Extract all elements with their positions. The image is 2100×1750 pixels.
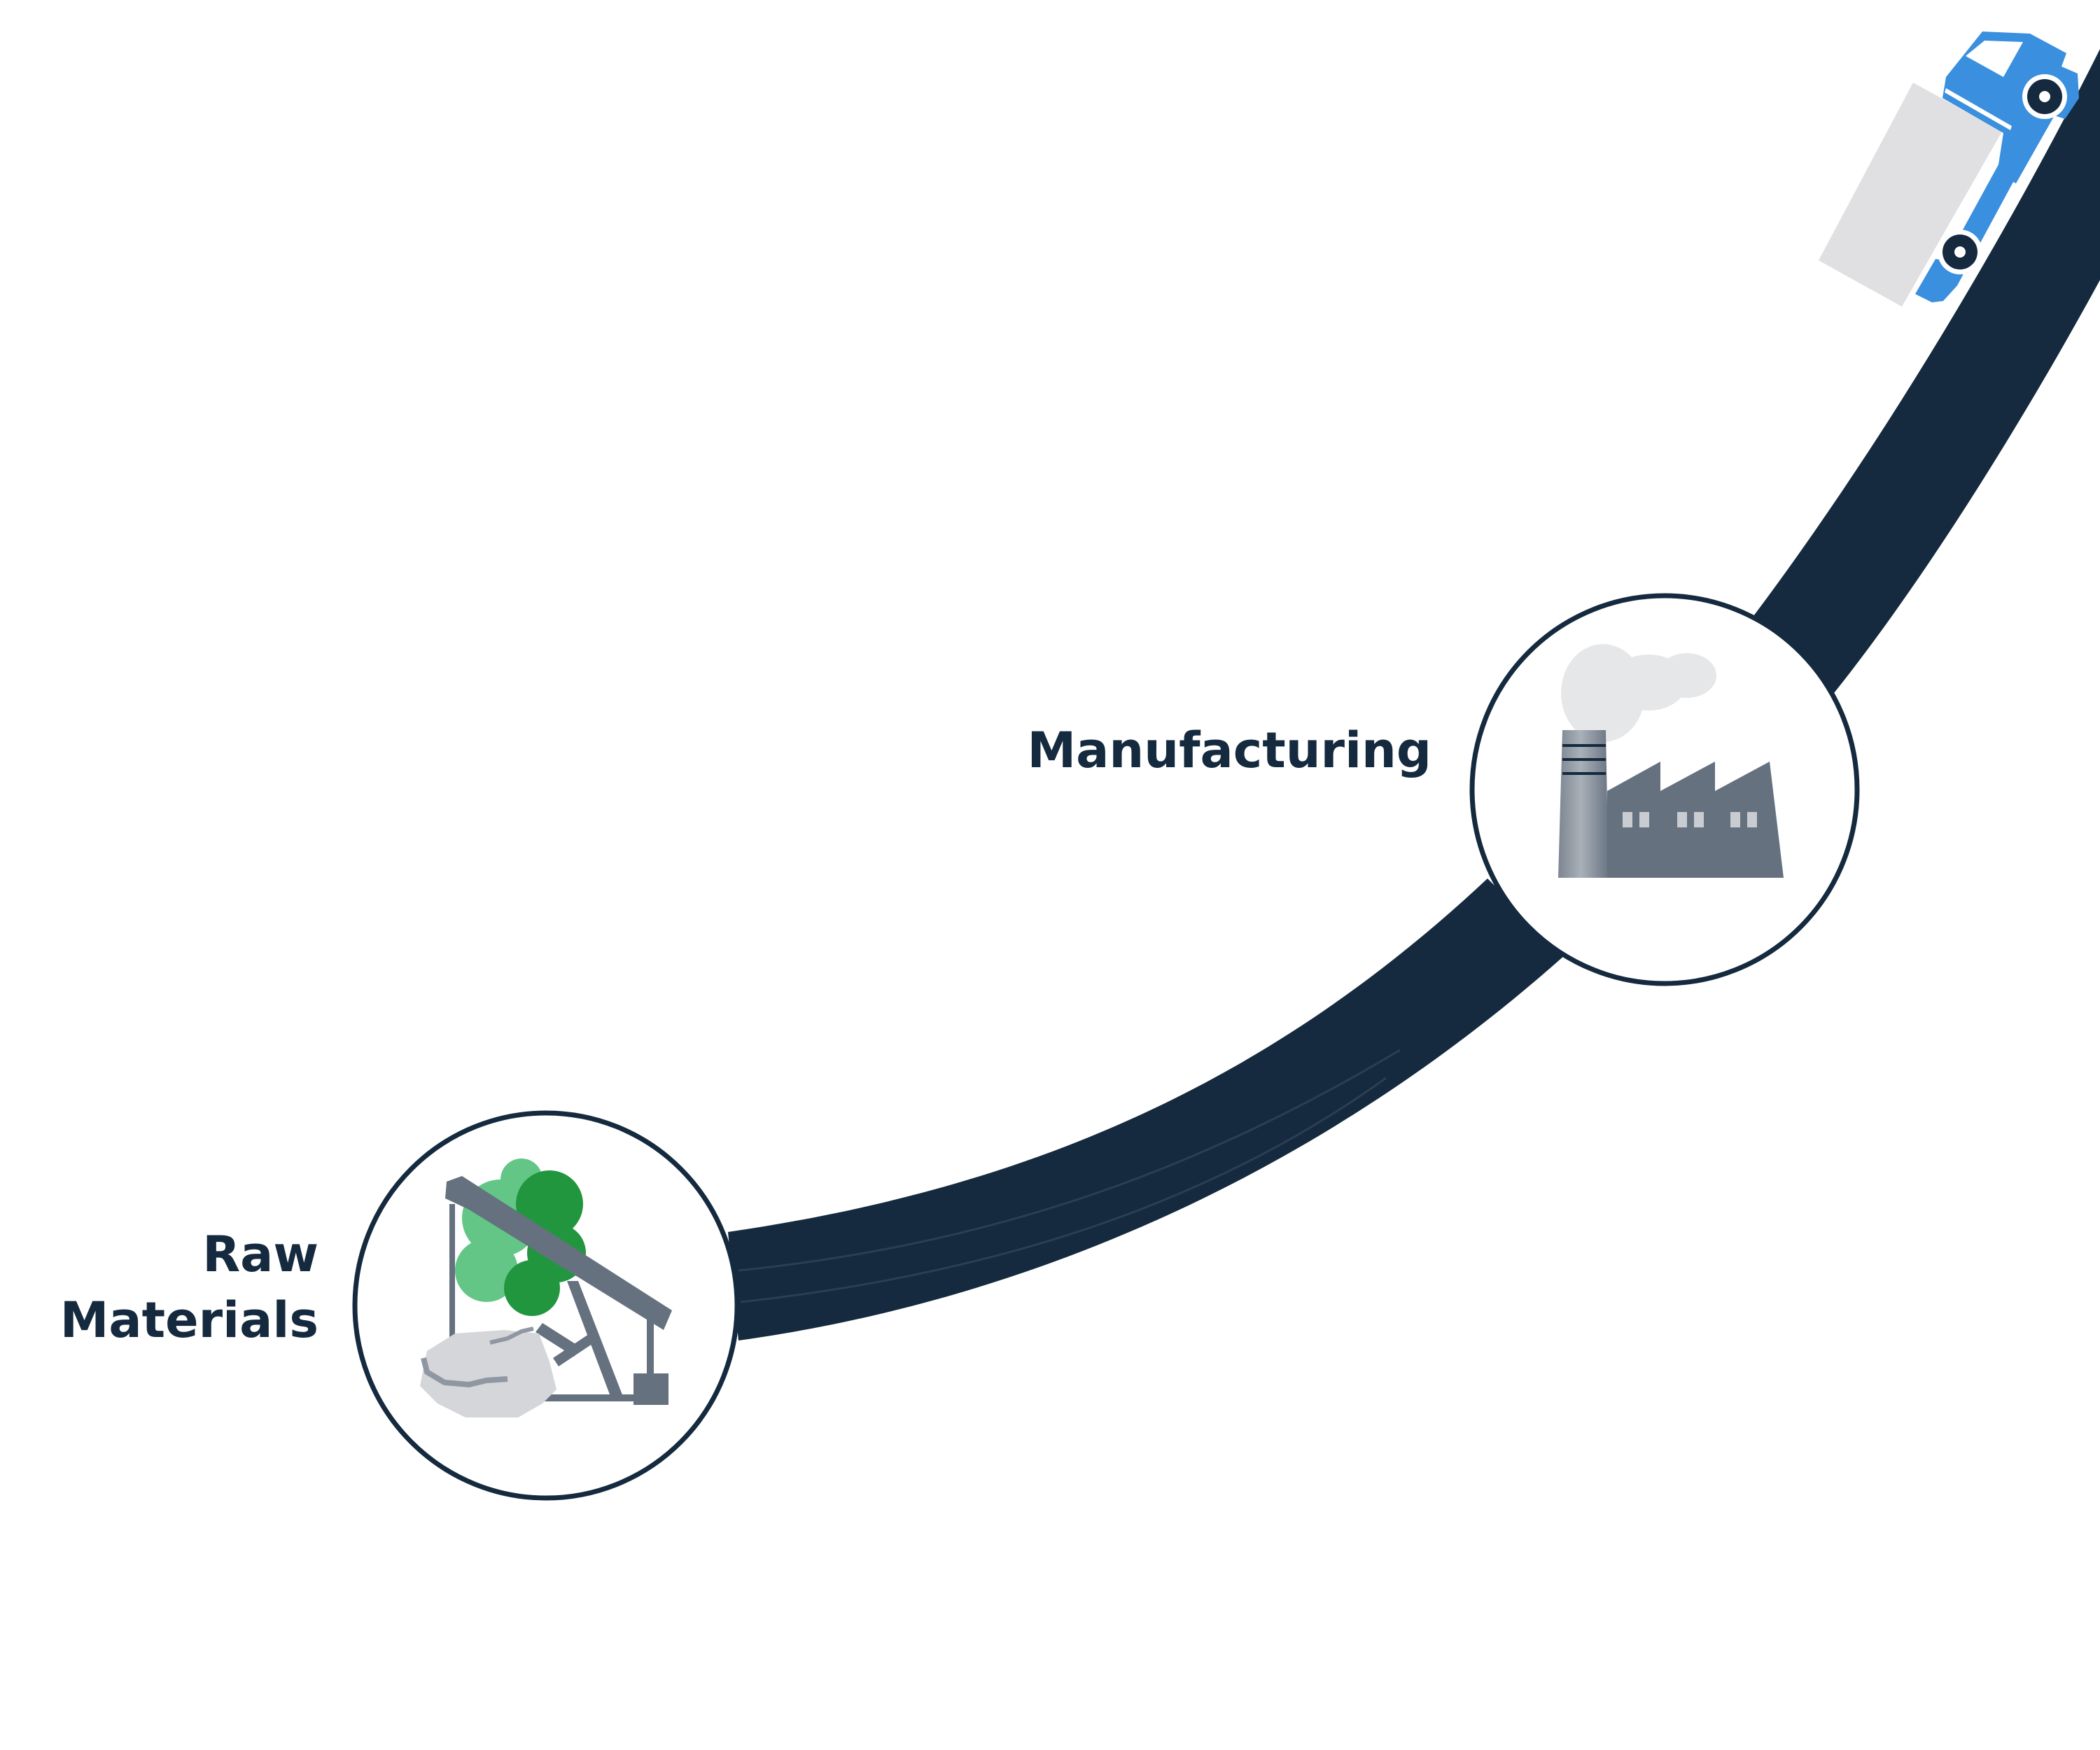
road-segment-lower <box>728 878 1564 1340</box>
raw-materials-label: Raw Materials <box>60 1222 318 1353</box>
factory-icon <box>1558 644 1784 878</box>
oil-pump-tree-rock-icon <box>420 1158 672 1418</box>
manufacturing-node <box>1469 593 1860 986</box>
truck-icon <box>1819 31 2079 307</box>
raw-materials-label-line: Raw <box>202 1226 318 1283</box>
road-lane-line <box>738 1049 1401 1272</box>
raw-materials-label-line: Materials <box>59 1292 318 1349</box>
road-lane-line <box>740 1077 1387 1303</box>
raw-materials-node <box>352 1110 740 1501</box>
manufacturing-label: Manufacturing <box>1027 722 1432 779</box>
road-path <box>728 49 2100 1340</box>
road-segment-upper <box>1754 49 2100 693</box>
